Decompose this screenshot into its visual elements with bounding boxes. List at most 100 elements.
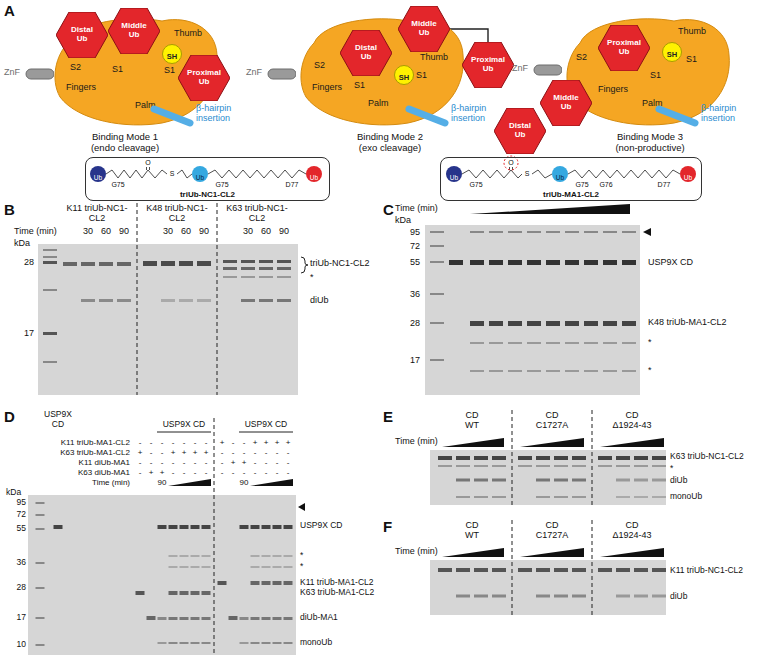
znf-domain: ZnF bbox=[4, 66, 54, 82]
figure-label: - bbox=[135, 438, 145, 447]
domain-label: S1 bbox=[164, 66, 175, 75]
domain-label: Fingers bbox=[312, 83, 342, 92]
figure-label: Binding Mode 1 (endo cleavage) bbox=[82, 132, 168, 154]
figure-label: 28 bbox=[0, 257, 34, 267]
figure-label: - bbox=[201, 438, 211, 447]
thiol-label: SH bbox=[167, 52, 177, 61]
ubiquitin-label: Proximal Ub bbox=[607, 39, 641, 57]
figure-label: D77 bbox=[282, 181, 302, 188]
figure-label: 60 bbox=[178, 226, 194, 236]
thiol-label: SH bbox=[667, 50, 677, 59]
panel-letter: D bbox=[4, 408, 15, 425]
figure-label: 90 bbox=[237, 478, 251, 487]
domain-label: S2 bbox=[576, 53, 587, 62]
molecule-box: triUb-MA1-CL2UbUbUb bbox=[440, 157, 702, 201]
figure-label: CD Δ1924-43 bbox=[610, 410, 654, 431]
figure-label: K11 triUb-NC1-CL2 bbox=[61, 203, 133, 224]
hex-text-area: Middle Ub bbox=[407, 6, 441, 52]
domain-label: S2 bbox=[70, 63, 81, 72]
domain-name: ZnF bbox=[246, 68, 262, 77]
figure-label: - bbox=[272, 458, 282, 467]
figure-label: CD C1727A bbox=[530, 410, 574, 431]
figure-label: monoUb bbox=[300, 638, 332, 648]
figure-label: - bbox=[250, 468, 260, 477]
figure-label: K11 diUb-MA1 bbox=[0, 458, 130, 467]
domain-label: Thumb bbox=[174, 29, 202, 38]
figure-label: - bbox=[283, 458, 293, 467]
figure-label: 60 bbox=[98, 226, 114, 236]
figure-label: 95 bbox=[280, 227, 420, 237]
ubiquitin-hexagon: Middle Ub bbox=[540, 80, 592, 126]
figure-label: - bbox=[228, 448, 238, 457]
thiol-label: SH bbox=[399, 73, 409, 82]
figure-label: K48 triUb-MA1-CL2 bbox=[648, 317, 727, 327]
ubiquitin-hexagon: Distal Ub bbox=[340, 30, 392, 76]
ubiquitin-label: Ub bbox=[310, 174, 318, 181]
figure-label: Time (min) bbox=[0, 478, 130, 487]
figure-label: - bbox=[217, 468, 227, 477]
figure-label: K63 triUb-MA1-CL2 bbox=[300, 588, 374, 598]
figure-label: 30 bbox=[80, 226, 96, 236]
figure-label: - bbox=[146, 458, 156, 467]
domain-label: Fingers bbox=[66, 83, 96, 92]
figure-label: - bbox=[135, 468, 145, 477]
figure-label: diUb bbox=[670, 592, 687, 602]
molecule-name: triUb-MA1-CL2 bbox=[441, 191, 701, 199]
figure-label: 30 bbox=[240, 226, 256, 236]
domain-label: S1 bbox=[686, 55, 697, 64]
figure-label: + bbox=[239, 458, 249, 467]
figure-label: Time (min) bbox=[395, 436, 438, 446]
figure-label: Time (min) bbox=[395, 546, 438, 556]
figure-label: 72 bbox=[280, 241, 420, 251]
figure-label: 55 bbox=[0, 524, 26, 534]
figure-label: K63 triUb-MA1-CL2 bbox=[0, 448, 130, 457]
molecule-box: triUb-NC1-CL2UbUbUb bbox=[85, 157, 330, 201]
figure-label: 90 bbox=[155, 478, 169, 487]
domain-name: β-hairpin insertion bbox=[701, 103, 745, 124]
active-site-cys: SH bbox=[394, 65, 414, 85]
figure-label: G75 bbox=[466, 181, 486, 188]
domain-label: S1 bbox=[354, 81, 365, 90]
ubiquitin-circle: Ub bbox=[90, 166, 106, 182]
figure-label: - bbox=[239, 438, 249, 447]
figure-label: CD WT bbox=[461, 520, 483, 541]
ubiquitin-label: Middle Ub bbox=[549, 94, 583, 112]
ubiquitin-label: Distal Ub bbox=[503, 122, 537, 140]
figure-label: + bbox=[201, 448, 211, 457]
domain-label: S1 bbox=[650, 71, 661, 80]
figure-label: * bbox=[300, 562, 303, 572]
figure-label: - bbox=[217, 448, 227, 457]
figure-label: G75 bbox=[108, 181, 128, 188]
figure-label: 72 bbox=[0, 510, 26, 520]
domain-name: ZnF bbox=[512, 64, 528, 73]
panel-letter: F bbox=[383, 518, 392, 535]
figure-label: - bbox=[250, 458, 260, 467]
beta-hairpin: β-hairpin insertion bbox=[655, 102, 747, 130]
figure-label: G75 bbox=[572, 181, 592, 188]
hex-text-area: Proximal Ub bbox=[187, 55, 221, 101]
figure-label: * bbox=[648, 365, 652, 375]
figure-label: 60 bbox=[258, 226, 274, 236]
active-site-cys: SH bbox=[662, 42, 682, 62]
figure-label: 10 bbox=[0, 640, 26, 650]
hex-text-area: Distal Ub bbox=[65, 12, 99, 58]
domain-name: ZnF bbox=[4, 68, 20, 77]
ubiquitin-hexagon: Middle Ub bbox=[108, 8, 160, 54]
figure-label: - bbox=[168, 468, 178, 477]
domain-label: S1 bbox=[112, 65, 123, 74]
ubiquitin-label: Proximal Ub bbox=[187, 69, 221, 87]
figure-label: - bbox=[201, 468, 211, 477]
figure-label: - bbox=[157, 458, 167, 467]
figure-label: USP9X CD bbox=[648, 257, 693, 267]
figure-label: + bbox=[228, 458, 238, 467]
hex-text-area: Distal Ub bbox=[503, 108, 537, 154]
figure-label: Time (min) bbox=[14, 226, 57, 236]
figure-label: + bbox=[283, 438, 293, 447]
ubiquitin-label: Distal Ub bbox=[65, 26, 99, 44]
figure-label: + bbox=[250, 438, 260, 447]
beta-hairpin: β-hairpin insertion bbox=[150, 102, 242, 130]
ubiquitin-label: Ub bbox=[196, 174, 204, 181]
figure-label: - bbox=[146, 438, 156, 447]
ubiquitin-circle: Ub bbox=[446, 166, 462, 182]
figure-label: K63 diUb-MA1 bbox=[0, 468, 130, 477]
